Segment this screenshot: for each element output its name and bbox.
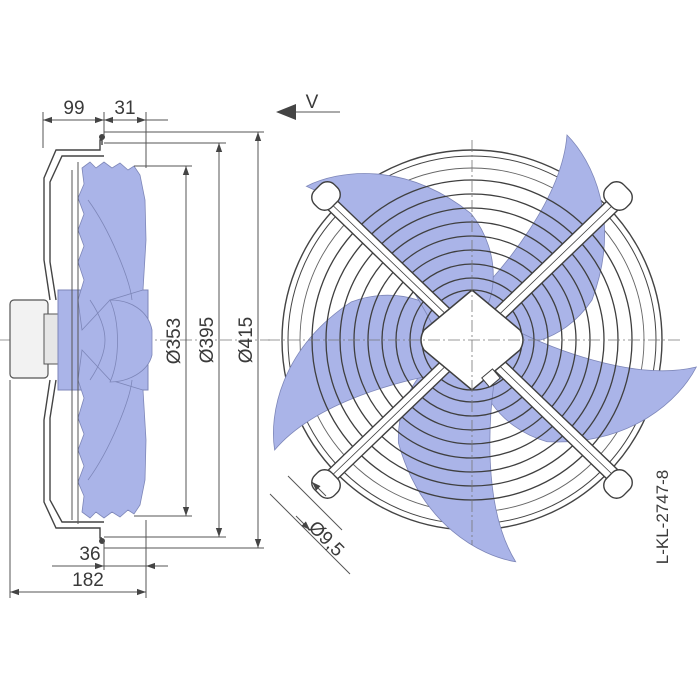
side-view	[0, 134, 270, 544]
side-blade-edges	[87, 199, 133, 481]
side-blade-lower	[77, 349, 147, 519]
dim-label-36: 36	[79, 544, 100, 565]
side-guard-frame	[43, 139, 103, 539]
view-arrow-head	[276, 104, 296, 120]
front-view	[243, 134, 700, 585]
dim-label-99: 99	[63, 98, 84, 119]
dim-label-415: Ø415	[236, 317, 257, 363]
side-blade-mid	[109, 299, 153, 383]
view-label: V	[306, 92, 319, 113]
dim-label-353: Ø353	[164, 318, 185, 364]
side-guard-inner	[49, 155, 104, 523]
side-blade-upper	[77, 161, 147, 331]
side-dimensions: 99 31 Ø353 Ø395 Ø415 36 182	[9, 98, 264, 598]
front-cable-gland	[481, 368, 501, 388]
dim-label-395: Ø395	[197, 317, 218, 363]
hole-label: Ø9,5	[304, 517, 348, 561]
dim-label-182: 182	[72, 570, 104, 591]
motor-hub	[9, 299, 49, 379]
drawing-code: L-KL-2747-8	[653, 470, 672, 565]
view-arrow: V	[276, 92, 340, 120]
dim-label-31: 31	[114, 98, 135, 119]
motor-flange	[43, 313, 59, 365]
front-mount-feet	[311, 181, 633, 499]
